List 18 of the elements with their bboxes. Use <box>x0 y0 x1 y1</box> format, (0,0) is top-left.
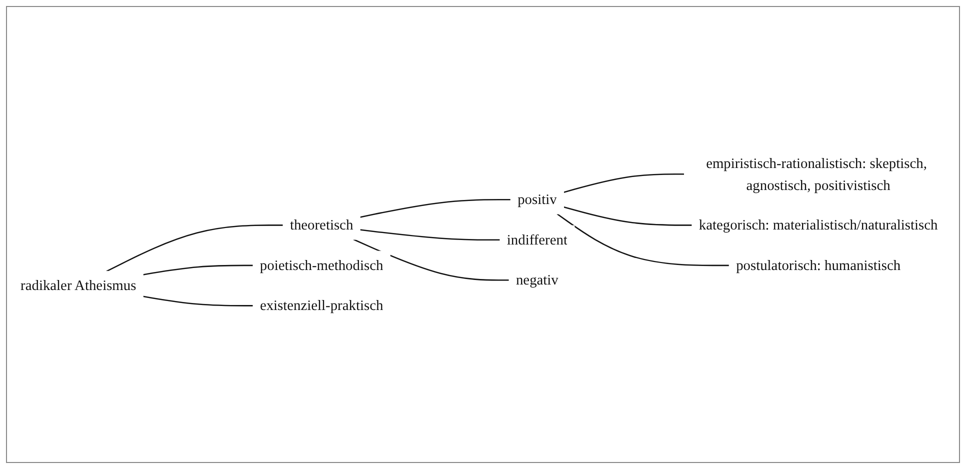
connector <box>563 173 684 193</box>
connector <box>556 213 730 266</box>
node-text: theoretisch <box>290 216 354 234</box>
node-text: indifferent <box>506 232 568 248</box>
node-text: radikaler Atheismus <box>20 277 136 294</box>
node-text: empiristisch-rationalistisch: skeptisch, agnostisch, positivistisch <box>706 155 927 193</box>
node-text: existenziell-praktisch <box>260 297 384 314</box>
connector <box>106 224 284 272</box>
node-text: positiv <box>518 191 557 208</box>
connector <box>142 264 254 276</box>
node-text: negativ <box>516 272 558 288</box>
node-text: postulatorisch: humanistisch <box>736 257 901 274</box>
connector <box>142 296 254 306</box>
connector <box>360 199 511 218</box>
connector <box>353 238 510 281</box>
connector <box>563 206 692 226</box>
node-text: kategorisch: materialistisch/naturalistisch <box>698 216 938 234</box>
connector <box>360 229 500 241</box>
